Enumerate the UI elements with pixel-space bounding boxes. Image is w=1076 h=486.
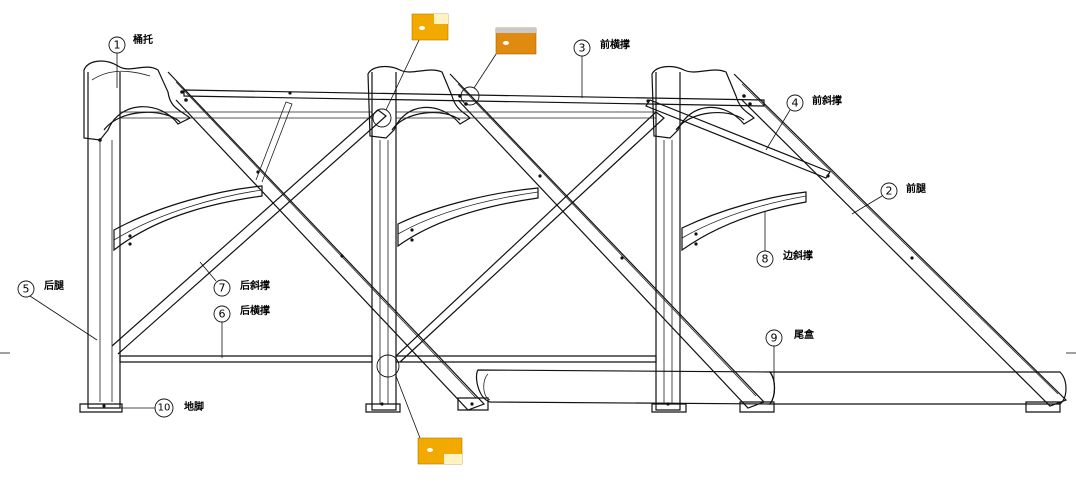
front-leg-2 [449,73,766,409]
callout-number: 7 [219,282,226,295]
side-brace-2 [397,187,539,248]
callout-circle [213,279,231,297]
rear-leg-2 [371,72,397,411]
callout-circle [17,280,35,298]
callout-number: 2 [886,185,893,198]
callout-8: 8 边斜撑 [756,212,813,268]
part-label-foot: 地脚 [184,400,204,413]
part-label-tank-holder: 桶托 [132,33,153,46]
front-leg-3 [733,73,1068,407]
detail-circle-a [372,108,392,128]
callout-number: 4 [792,97,799,110]
front-leg-1 [167,71,486,411]
callout-circle [880,182,898,200]
rear-brace-1 [111,109,387,355]
callout-1: 1 桶托 [108,33,153,88]
callout-number: 3 [579,42,586,55]
detail-thumbnail-c [417,437,463,465]
callout-2: 2 前腿 [851,182,927,215]
part-label-rear-horizontal-brace: 后横撑 [240,304,270,317]
tank-holder-1 [83,60,192,141]
callout-circle [108,36,126,54]
callout-number: 6 [219,308,226,321]
callout-circle [786,94,804,112]
part-label-rear-diagonal-brace: 后斜撑 [240,279,270,292]
rear-leg-3 [655,72,681,411]
callout-circle [765,329,783,347]
frame-unit-3 [651,65,1068,413]
tank-holder-2 [367,65,471,139]
detail-circle-b [460,86,480,106]
callout-circle [213,305,231,323]
callout-number: 10 [158,403,171,414]
tail-box [475,369,1067,413]
callout-circle [573,39,591,57]
callout-10: 10 地脚 [120,398,204,418]
rear-horizontal-brace [119,355,373,363]
detail-circle-c [376,354,400,378]
part-label-tail-box: 尾盒 [794,328,815,341]
frame-unit-2 [365,65,766,413]
callout-number: 5 [23,283,30,296]
callout-number: 8 [762,253,769,266]
tail-box-right [768,371,1067,405]
frame-unit-1 [79,60,489,413]
callout-circle [154,398,174,418]
foot-3 [651,403,687,413]
front-diagonal-brace [645,99,831,179]
part-label-front-leg: 前腿 [906,182,927,195]
part-label-side-diagonal-brace: 边斜撑 [782,249,813,262]
callout-circle [756,250,774,268]
side-brace-3 [681,191,807,252]
part-label-rear-leg: 后腿 [44,279,65,292]
detail-thumbnail-a [411,13,449,41]
tail-box-left [475,369,776,405]
detail-thumbnail-b [495,27,537,55]
callout-4: 4 前斜撑 [765,94,842,151]
front-horizontal-brace [183,89,765,107]
foot-2 [365,403,401,413]
callout-6: 6 后横撑 [213,304,270,358]
callout-7: 7 后斜撑 [199,261,270,297]
foot-1 [79,403,123,413]
callout-number: 9 [771,332,778,345]
callout-9: 9 尾盒 [765,328,815,384]
callout-5: 5 后腿 [17,279,98,341]
rear-leg-1 [87,72,121,409]
side-brace-1 [113,185,263,252]
tank-holder-3 [651,65,755,139]
part-label-front-diagonal-brace: 前斜撑 [812,94,842,107]
callout-number: 1 [114,39,121,52]
callout-3: 3 前横撑 [573,38,630,98]
part-label-front-horizontal-brace: 前横撑 [600,38,630,51]
